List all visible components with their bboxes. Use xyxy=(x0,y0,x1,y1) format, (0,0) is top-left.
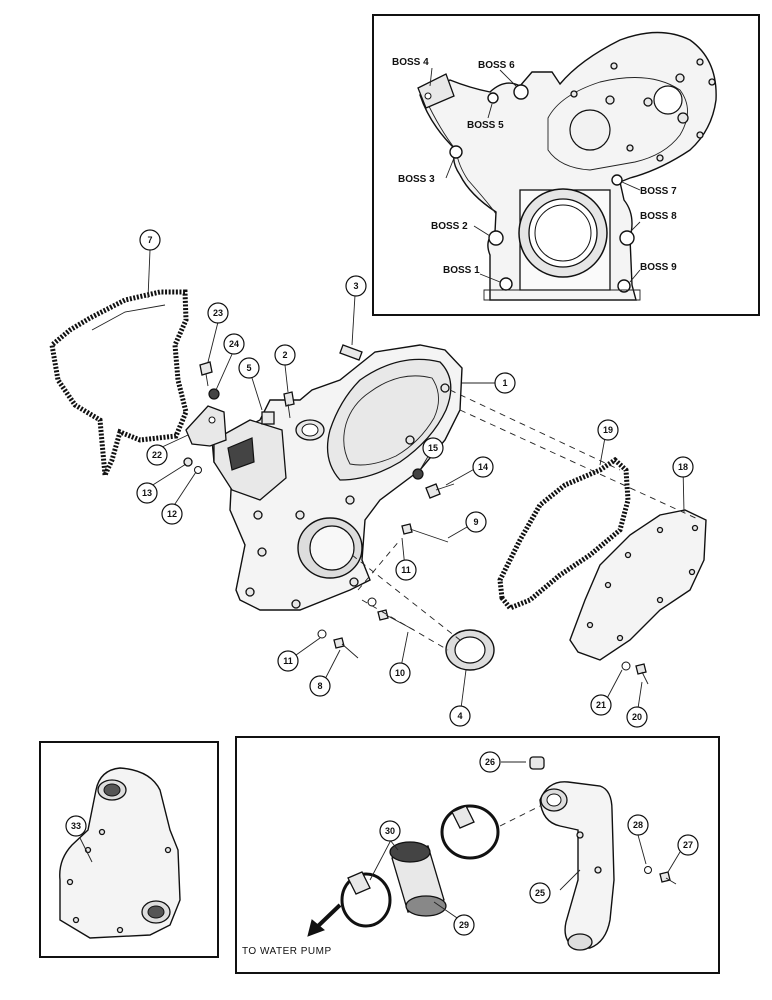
callout-24: 24 xyxy=(223,333,245,355)
boss-3-label: BOSS 3 xyxy=(398,174,435,185)
svg-text:2: 2 xyxy=(282,350,287,360)
boss-8-label: BOSS 8 xyxy=(640,211,677,222)
svg-text:4: 4 xyxy=(457,711,462,721)
callout-15: 15 xyxy=(422,437,444,459)
svg-text:25: 25 xyxy=(535,888,545,898)
to-water-pump-note: TO WATER PUMP xyxy=(242,946,332,957)
callout-circles: 1 2 3 4 5 7 8 9 10 11 11 12 13 14 15 18 … xyxy=(65,229,699,936)
svg-text:8: 8 xyxy=(317,681,322,691)
callout-30: 30 xyxy=(379,820,401,842)
boss-6-label: BOSS 6 xyxy=(478,60,515,71)
boss-inset-panel: BOSS 1 BOSS 2 BOSS 3 BOSS 4 BOSS 5 BOSS … xyxy=(372,14,760,316)
svg-text:9: 9 xyxy=(473,517,478,527)
timing-cover-housing xyxy=(211,344,463,611)
gasket-7 xyxy=(49,289,189,485)
callout-3: 3 xyxy=(345,275,367,297)
callout-12: 12 xyxy=(161,503,183,525)
svg-text:14: 14 xyxy=(478,462,488,472)
callout-26: 26 xyxy=(479,751,501,773)
callout-4: 4 xyxy=(449,705,471,727)
callout-1: 1 xyxy=(494,372,516,394)
callout-25: 25 xyxy=(529,882,551,904)
callout-22: 22 xyxy=(146,444,168,466)
svg-text:22: 22 xyxy=(152,450,162,460)
svg-text:13: 13 xyxy=(142,488,152,498)
boss-4-label: BOSS 4 xyxy=(392,57,429,68)
callout-13: 13 xyxy=(136,482,158,504)
svg-text:7: 7 xyxy=(147,235,152,245)
svg-text:11: 11 xyxy=(283,656,293,666)
hardware xyxy=(183,344,649,685)
callout-7: 7 xyxy=(139,229,161,251)
gasket-19 xyxy=(497,456,631,612)
callout-2: 2 xyxy=(274,344,296,366)
part-33-inset xyxy=(39,741,219,958)
oil-seal-4 xyxy=(445,629,495,671)
water-pump-hose-inset: TO WATER PUMP xyxy=(235,736,720,974)
callout-28: 28 xyxy=(627,814,649,836)
callout-5: 5 xyxy=(238,357,260,379)
boss-1-label: BOSS 1 xyxy=(443,265,480,276)
callout-9: 9 xyxy=(465,511,487,533)
svg-text:21: 21 xyxy=(596,700,606,710)
callout-8: 8 xyxy=(309,675,331,697)
svg-text:28: 28 xyxy=(633,820,643,830)
svg-text:33: 33 xyxy=(71,821,81,831)
svg-text:1: 1 xyxy=(502,378,507,388)
boss-5-label: BOSS 5 xyxy=(467,120,504,131)
svg-text:24: 24 xyxy=(229,339,239,349)
callout-14: 14 xyxy=(472,456,494,478)
boss-7-label: BOSS 7 xyxy=(640,186,677,197)
callout-19: 19 xyxy=(597,419,619,441)
callout-27: 27 xyxy=(677,834,699,856)
svg-text:27: 27 xyxy=(683,840,693,850)
cover-plate-18 xyxy=(569,509,707,661)
svg-text:30: 30 xyxy=(385,826,395,836)
callout-33: 33 xyxy=(65,815,87,837)
svg-text:29: 29 xyxy=(459,920,469,930)
svg-text:23: 23 xyxy=(213,308,223,318)
callout-20: 20 xyxy=(626,706,648,728)
callout-29: 29 xyxy=(453,914,475,936)
svg-text:5: 5 xyxy=(246,363,251,373)
svg-text:15: 15 xyxy=(428,443,438,453)
svg-text:12: 12 xyxy=(167,509,177,519)
callout-18: 18 xyxy=(672,456,694,478)
callout-11a: 11 xyxy=(395,559,417,581)
callout-23: 23 xyxy=(207,302,229,324)
svg-text:26: 26 xyxy=(485,757,495,767)
svg-text:19: 19 xyxy=(603,425,613,435)
alignment-lines xyxy=(351,389,701,651)
svg-text:10: 10 xyxy=(395,668,405,678)
svg-text:20: 20 xyxy=(632,712,642,722)
callout-11b: 11 xyxy=(277,650,299,672)
callout-10: 10 xyxy=(389,662,411,684)
callout-21: 21 xyxy=(590,694,612,716)
boss-2-label: BOSS 2 xyxy=(431,221,468,232)
svg-text:11: 11 xyxy=(401,565,411,575)
boss-9-label: BOSS 9 xyxy=(640,262,677,273)
svg-text:18: 18 xyxy=(678,462,688,472)
svg-text:3: 3 xyxy=(353,281,358,291)
